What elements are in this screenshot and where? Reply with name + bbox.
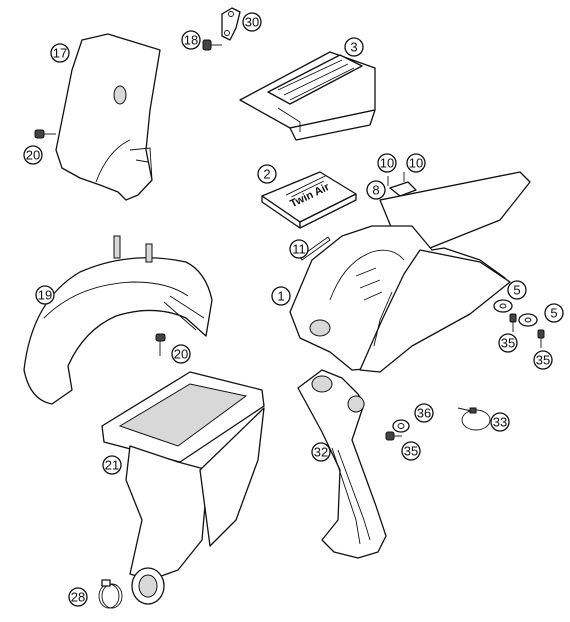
callout-5-left: 5 — [507, 280, 527, 300]
callout-10-left: 10 — [377, 153, 397, 173]
callout-19-label: 19 — [38, 288, 52, 303]
filter-box-lid — [239, 51, 376, 141]
callout-11: 11 — [289, 239, 309, 259]
callout-10-right: 10 — [406, 153, 426, 173]
callout-18-label: 18 — [184, 33, 198, 48]
callout-30: 30 — [242, 12, 262, 32]
bracket-30 — [221, 7, 241, 41]
callout-11-label: 11 — [292, 242, 306, 257]
callout-17: 17 — [50, 43, 70, 63]
callout-1-label: 1 — [277, 289, 284, 304]
hose-clamp-28 — [98, 579, 123, 609]
screw-18 — [202, 39, 222, 51]
callout-35b-label: 35 — [536, 353, 550, 368]
callout-2-label: 2 — [263, 167, 270, 182]
callout-3-label: 3 — [350, 40, 357, 55]
callout-17-label: 17 — [53, 46, 67, 61]
air-intake-boot — [101, 371, 265, 605]
callout-28: 28 — [68, 587, 88, 607]
side-bar-32 — [297, 369, 387, 559]
callout-32-label: 32 — [314, 445, 328, 460]
callout-20-upper: 20 — [23, 145, 43, 165]
callout-35a-label: 35 — [501, 336, 515, 351]
callout-18: 18 — [181, 30, 201, 50]
callout-30-label: 30 — [245, 15, 259, 30]
screws-10 — [387, 172, 405, 186]
callout-35c-label: 35 — [404, 444, 418, 459]
callout-36: 36 — [414, 403, 434, 423]
callout-35-right: 35 — [533, 350, 553, 370]
screw-20-upper — [34, 129, 56, 139]
cable-tie-33 — [457, 407, 491, 431]
screw-35-left — [509, 313, 517, 332]
front-fender — [23, 235, 213, 405]
front-number-plate — [55, 33, 161, 201]
callout-5a-label: 5 — [513, 283, 520, 298]
clip-8 — [389, 181, 417, 197]
callout-5-right: 5 — [544, 303, 564, 323]
screw-20-lower — [155, 333, 166, 356]
callout-3: 3 — [344, 37, 364, 57]
callout-10b-label: 10 — [409, 156, 423, 171]
callout-33-label: 33 — [493, 415, 507, 430]
callout-32: 32 — [311, 442, 331, 462]
callout-20-lower: 20 — [171, 344, 191, 364]
callout-10a-label: 10 — [380, 156, 394, 171]
callout-21: 21 — [102, 455, 122, 475]
grommet-5-left — [493, 299, 513, 313]
callout-8: 8 — [366, 180, 386, 200]
callout-21-label: 21 — [105, 458, 119, 473]
screw-35-middle — [385, 431, 402, 441]
gasket-11 — [299, 236, 331, 261]
callout-35-left: 35 — [498, 333, 518, 353]
callout-36-label: 36 — [417, 406, 431, 421]
callout-2: 2 — [257, 164, 277, 184]
callout-20a-label: 20 — [26, 148, 40, 163]
callout-8-label: 8 — [372, 183, 379, 198]
callout-1: 1 — [271, 286, 291, 306]
twin-air-decal: Twin Air — [261, 171, 357, 229]
callout-19: 19 — [35, 285, 55, 305]
rear-fender-assembly — [289, 171, 531, 373]
washer-36 — [392, 419, 410, 433]
callout-35-middle: 35 — [401, 441, 421, 461]
callout-33: 33 — [490, 412, 510, 432]
screw-35-right — [537, 329, 545, 348]
callout-28-label: 28 — [71, 590, 85, 605]
callout-20b-label: 20 — [174, 347, 188, 362]
grommet-5-right — [518, 313, 538, 327]
callout-5b-label: 5 — [550, 306, 557, 321]
